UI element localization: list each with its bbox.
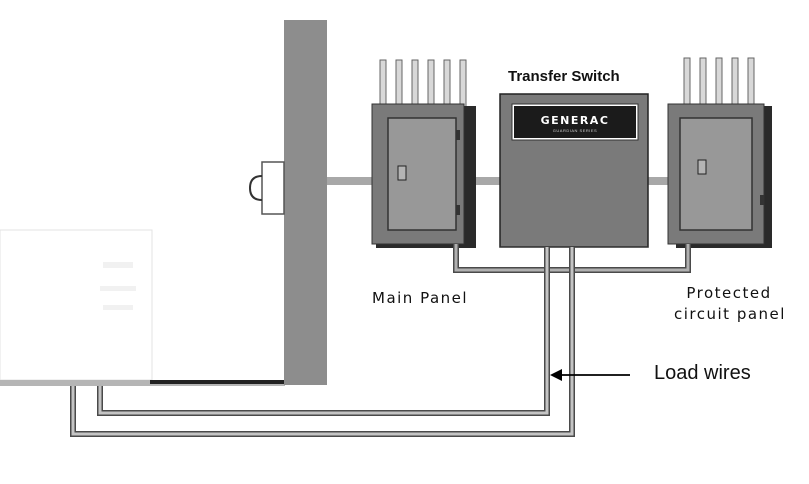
generator-base [0,380,285,386]
protected-panel-label-line2: circuit panel [674,305,786,323]
brand-name: GENERAC [540,113,610,127]
conduit-main [327,177,375,185]
house-wall [284,20,327,385]
transfer-switch [499,93,649,248]
brand-subtitle: GUARDIAN SERIES [552,127,598,133]
conduit-switch [475,177,503,185]
load-wires [70,247,575,437]
generator-faint-marks [100,262,136,310]
protected-panel [667,57,772,248]
conduit-protected [644,177,672,185]
generator-unit [0,229,285,386]
generac-brand-plate: GENERAC GUARDIAN SERIES [514,108,636,138]
load-wires-label: Load wires [654,362,751,384]
main-panel-label: Main Panel [372,289,469,307]
transfer-switch-label: Transfer Switch [508,68,620,85]
main-panel [371,59,476,248]
protected-panel-label-line1: Protected [686,284,772,302]
inlet-box [248,161,285,215]
load-wires-arrow [550,369,630,381]
